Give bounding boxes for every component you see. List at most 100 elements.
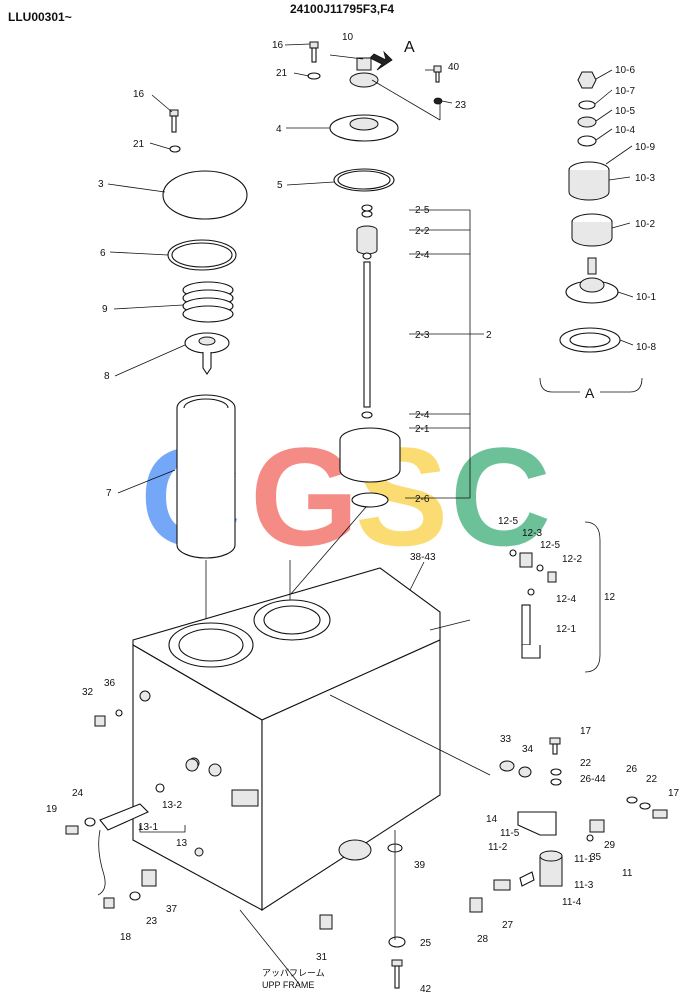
part-12-3 — [519, 552, 533, 568]
callout-2-4a: 2-4 — [415, 250, 430, 261]
callout-12-3: 12-3 — [522, 528, 542, 539]
part-35 — [586, 834, 594, 842]
part-37 — [141, 869, 157, 887]
detail-bracket — [600, 377, 643, 393]
callout-17a: 17 — [580, 726, 592, 737]
callout-27: 27 — [502, 920, 514, 931]
callout-35: 35 — [590, 852, 602, 863]
callout-34: 34 — [522, 744, 534, 755]
bolt-16-head — [309, 41, 319, 49]
callout-11-1: 11-1 — [574, 854, 594, 865]
washer-21-top — [307, 72, 321, 80]
tank-fitting — [194, 847, 204, 857]
washer-10-7 — [578, 100, 596, 110]
callout-40: 40 — [448, 62, 460, 73]
frame-note-japanese: アッパフレーム — [262, 968, 325, 978]
callout-37: 37 — [166, 904, 178, 915]
callout-3: 3 — [98, 179, 104, 190]
washer-10-4 — [577, 135, 597, 147]
wire-harness — [97, 829, 106, 896]
callout-2-6: 2-6 — [415, 494, 430, 505]
part-2-5b — [361, 210, 373, 218]
view-arrow-icon — [369, 50, 393, 71]
callout-10-6: 10-6 — [615, 65, 635, 76]
callout-12-1: 12-1 — [556, 624, 576, 635]
callout-21b: 21 — [133, 139, 145, 150]
part-12-5b — [536, 564, 544, 572]
bolt-16-shank-left — [171, 115, 177, 133]
washer-24 — [84, 817, 96, 827]
view-arrow-a: A — [369, 39, 415, 71]
part-12-5a — [509, 549, 517, 557]
callout-2-2: 2-2 — [415, 226, 430, 237]
callout-11-5: 11-5 — [500, 828, 520, 839]
tank-port-left-inner — [178, 628, 244, 662]
callout-6: 6 — [100, 248, 106, 259]
bolt-17b — [652, 809, 668, 819]
filter-assembly — [162, 109, 248, 640]
bottom-fasteners — [239, 830, 406, 989]
callout-7: 7 — [106, 488, 112, 499]
plug-31 — [319, 914, 333, 930]
group-bracket-13 — [139, 825, 186, 833]
o-ring-5-inner — [337, 170, 391, 190]
part-11-2 — [519, 871, 535, 887]
view-arrow-label: A — [404, 39, 415, 56]
callout-leaders — [107, 43, 634, 494]
bolt-17a-head — [549, 737, 561, 745]
callout-19: 19 — [46, 804, 58, 815]
watermark-letter-c2: C — [450, 418, 551, 575]
gasket-10-8-inner — [569, 332, 611, 348]
frame-note-english: UPP FRAME — [262, 980, 314, 990]
callout-2-5: 2-5 — [415, 205, 430, 216]
bolt-12-2 — [547, 571, 557, 583]
assembly-line — [429, 619, 471, 631]
callout-16b: 16 — [133, 89, 145, 100]
strainer-assembly-2 — [289, 204, 484, 596]
callout-2-1: 2-1 — [415, 424, 430, 435]
cap-10-3 — [568, 170, 610, 201]
callout-9: 9 — [102, 304, 108, 315]
part-12-4 — [527, 588, 535, 596]
callout-23: 23 — [455, 100, 467, 111]
part-2-5 — [361, 204, 373, 212]
cap-10-top — [356, 57, 372, 71]
callout-13-2: 13-2 — [162, 800, 182, 811]
washer-26-44 — [550, 778, 562, 786]
callout-16: 16 — [272, 40, 284, 51]
detail-bracket — [539, 377, 580, 393]
gauge-12-1-elbow — [521, 645, 541, 659]
part-33 — [499, 760, 515, 772]
washer-22a — [550, 768, 562, 776]
callout-5: 5 — [277, 180, 283, 191]
part-36 — [115, 709, 123, 717]
callout-12-5b: 12-5 — [540, 540, 560, 551]
callout-25: 25 — [420, 938, 432, 949]
valve-8-hub — [198, 336, 216, 346]
part-10-5 — [577, 116, 597, 128]
callout-10-3: 10-3 — [635, 173, 655, 184]
callout-11: 11 — [622, 868, 633, 879]
rod-2-3 — [363, 261, 371, 408]
callout-8: 8 — [104, 371, 110, 382]
tank-port-right-inner — [263, 605, 321, 635]
callout-12-5a: 12-5 — [498, 516, 518, 527]
level-gauge-12 — [429, 521, 601, 673]
callout-32: 32 — [82, 687, 94, 698]
callout-36: 36 — [104, 678, 116, 689]
hydraulic-tank — [132, 560, 441, 912]
callout-10-1: 10-1 — [636, 292, 656, 303]
shaft-10-1 — [587, 257, 597, 275]
o-ring-2-6 — [351, 492, 389, 508]
assembly-line — [329, 694, 491, 776]
callout-12-2: 12-2 — [562, 554, 582, 565]
callout-26-44: 26-44 — [580, 774, 606, 785]
callout-33: 33 — [500, 734, 512, 745]
breather-cap-assembly — [307, 41, 443, 192]
cover-3 — [162, 170, 248, 220]
filter-11-1 — [539, 850, 563, 862]
bolt-16-shank — [311, 47, 317, 63]
part-27 — [493, 879, 511, 891]
callout-29: 29 — [604, 840, 616, 851]
bolt-32 — [94, 715, 106, 727]
